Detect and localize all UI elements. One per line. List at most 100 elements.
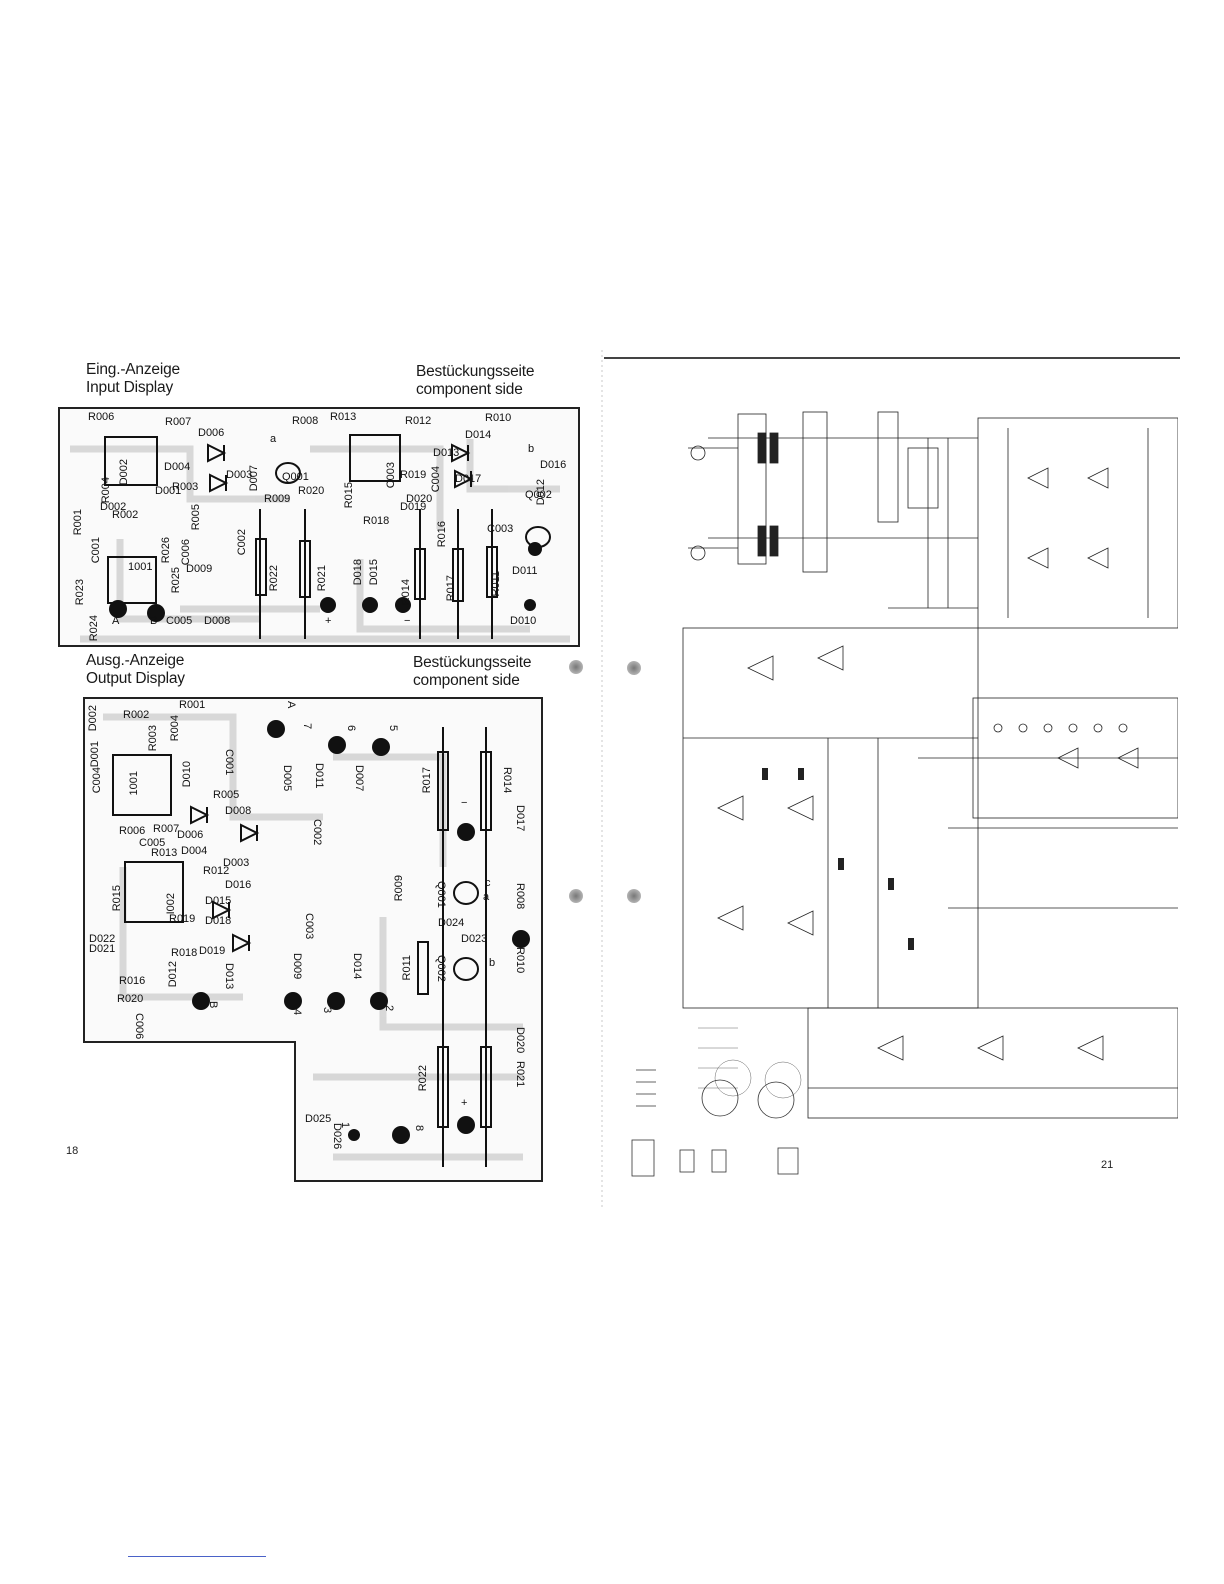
silkscreen-label: D019 xyxy=(400,501,427,513)
silkscreen-label: D007 xyxy=(353,765,365,792)
silkscreen-label: D020 xyxy=(514,1027,526,1054)
silkscreen-label: C003 xyxy=(303,913,315,940)
silkscreen-label: R014 xyxy=(400,579,412,606)
silkscreen-label: 1 xyxy=(339,1122,351,1129)
silkscreen-label: 3 xyxy=(321,1007,333,1014)
silkscreen-label: D014 xyxy=(465,429,492,441)
silkscreen-label: D025 xyxy=(305,1113,332,1125)
silkscreen-label: 7 xyxy=(301,723,313,730)
output-component-side-title: Bestückungsseite component side xyxy=(413,654,531,690)
silkscreen-label: D008 xyxy=(204,615,231,627)
silkscreen-label: B xyxy=(150,615,158,627)
silkscreen-label: 1001 xyxy=(128,561,153,573)
silkscreen-label: D002 xyxy=(118,459,130,486)
silkscreen-label: a xyxy=(270,433,277,445)
silkscreen-label: D002 xyxy=(87,705,99,732)
silkscreen-label: R026 xyxy=(160,537,172,564)
silkscreen-label: + xyxy=(325,615,332,627)
silkscreen-label: R020 xyxy=(117,993,144,1005)
silkscreen-label: R012 xyxy=(405,415,432,427)
input-side-en: component side xyxy=(416,381,523,398)
silkscreen-label: C006 xyxy=(133,1013,145,1040)
silkscreen-label: D001 xyxy=(89,741,101,768)
silkscreen-label: R004 xyxy=(100,477,112,504)
silkscreen-label: c xyxy=(485,877,491,889)
silkscreen-label: D020 xyxy=(406,493,433,505)
silkscreen-label: D011 xyxy=(313,763,325,789)
silkscreen-label: R013 xyxy=(151,847,178,859)
silkscreen-label: D026 xyxy=(331,1123,343,1150)
silkscreen-label: C003 xyxy=(385,462,397,489)
silkscreen-label: R010 xyxy=(485,412,512,424)
silkscreen-label: D004 xyxy=(164,461,191,473)
silkscreen-label: D004 xyxy=(181,845,208,857)
silkscreen-label: R009 xyxy=(393,875,405,902)
silkscreen-label: R008 xyxy=(514,883,526,910)
silkscreen-label: R018 xyxy=(363,515,390,527)
silkscreen-label: D009 xyxy=(291,953,303,980)
right-page-top-rule xyxy=(604,357,1180,359)
silkscreen-label: 1001 xyxy=(128,771,140,796)
silkscreen-label: D005 xyxy=(281,765,293,792)
silkscreen-label: A xyxy=(285,701,297,709)
silkscreen-label: R023 xyxy=(74,579,86,606)
silkscreen-label: D013 xyxy=(433,447,460,459)
silkscreen-label: I002 xyxy=(165,893,177,915)
silkscreen-label: C006 xyxy=(180,539,192,566)
left-page-number: 18 xyxy=(66,1145,79,1157)
silkscreen-label: 6 xyxy=(345,725,357,732)
silkscreen-label: R015 xyxy=(343,482,355,509)
silkscreen-label: Q001 xyxy=(435,881,447,908)
silkscreen-label: 2 xyxy=(383,1005,395,1012)
silkscreen-label: 5 xyxy=(387,725,399,732)
silkscreen-label: D011 xyxy=(512,565,538,577)
silkscreen-label: R019 xyxy=(169,913,196,925)
silkscreen-label: D019 xyxy=(199,945,226,957)
punch-hole-bottom-right xyxy=(627,889,641,903)
silkscreen-label: 8 xyxy=(413,1125,425,1132)
silkscreen-label: D016 xyxy=(540,459,567,471)
silkscreen-label: R006 xyxy=(119,825,146,837)
silkscreen-label: D018 xyxy=(352,559,364,586)
silkscreen-label: b xyxy=(528,443,535,455)
silkscreen-label: D022 xyxy=(89,933,116,945)
input-board-traces xyxy=(70,434,570,643)
silkscreen-label: R009 xyxy=(264,493,291,505)
silkscreen-label: − xyxy=(404,615,411,627)
silkscreen-label: R012 xyxy=(203,865,230,877)
silkscreen-label: C003 xyxy=(487,523,514,535)
silkscreen-label: Q002 xyxy=(435,955,447,982)
silkscreen-label: D006 xyxy=(198,427,225,439)
silkscreen-label: D015 xyxy=(368,559,380,586)
silkscreen-label: R004 xyxy=(169,715,181,742)
silkscreen-label: R008 xyxy=(292,415,319,427)
silkscreen-label: R005 xyxy=(213,789,240,801)
input-title-en: Input Display xyxy=(86,379,174,396)
silkscreen-label: D001 xyxy=(155,485,182,497)
input-display-title: Eing.-Anzeige Input Display xyxy=(86,361,180,397)
silkscreen-label: C005 xyxy=(166,615,193,627)
output-board-outline xyxy=(83,697,543,1182)
silkscreen-label: D013 xyxy=(223,963,235,990)
silkscreen-label: b xyxy=(489,957,496,969)
silkscreen-label: R011 xyxy=(490,571,502,597)
silkscreen-label: + xyxy=(461,1097,468,1109)
silkscreen-label: Q001 xyxy=(282,471,309,483)
silkscreen-label: R018 xyxy=(171,947,198,959)
silkscreen-label: R016 xyxy=(119,975,146,987)
right-page-number: 21 xyxy=(1101,1159,1114,1171)
silkscreen-label: D018 xyxy=(205,915,232,927)
silkscreen-label: D016 xyxy=(225,879,252,891)
silkscreen-label: R001 xyxy=(72,509,84,536)
output-display-title: Ausg.-Anzeige Output Display xyxy=(86,652,185,688)
silkscreen-label: R001 xyxy=(179,699,206,711)
silkscreen-label: a xyxy=(483,891,490,903)
silkscreen-label: C004 xyxy=(430,466,442,493)
silkscreen-label: D021 xyxy=(89,943,116,955)
silkscreen-label: C002 xyxy=(311,819,323,846)
silkscreen-label: R017 xyxy=(445,575,457,602)
silkscreen-label: R014 xyxy=(501,767,513,794)
silkscreen-label: R016 xyxy=(436,521,448,548)
silkscreen-label: R005 xyxy=(190,504,202,531)
